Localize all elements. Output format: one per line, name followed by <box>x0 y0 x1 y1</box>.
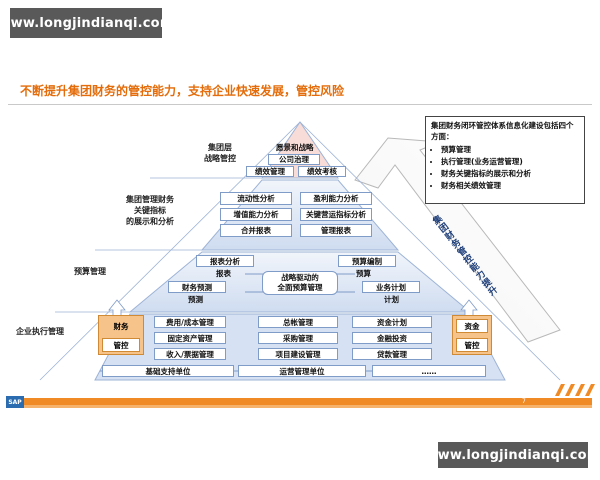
info-heading: 集团财务闭环管控体系信息化建设包括四个方面： <box>431 121 574 141</box>
support-basic-unit: 基础支持单位 <box>102 365 234 377</box>
budget-forecast-text: 预测 <box>188 295 203 304</box>
capital-control-bottom: 管控 <box>456 338 488 352</box>
info-item-execution: 执行管理(业务运营管理) <box>441 157 579 167</box>
level-finance-indicators-label: 集团管理财务 关键指标 的展示和分析 <box>126 195 174 226</box>
level-group-label: 集团层 战略管控 <box>204 143 236 163</box>
slide-title: 不断提升集团财务的管控能力，支持企业快速发展，管控风险 <box>20 84 345 98</box>
level-budget-label: 预算管理 <box>74 267 106 276</box>
base-loan-mgmt: 贷款管理 <box>352 348 432 360</box>
analysis-management-report: 管理报表 <box>300 224 372 237</box>
support-ellipsis: …… <box>372 365 486 377</box>
budget-center-box: 战略驱动的 全面预算管理 <box>262 271 338 295</box>
capital-control-top: 资金 <box>456 319 488 333</box>
info-item-kpi: 财务关键指标的展示和分析 <box>441 169 579 179</box>
level-enterprise-label: 企业执行管理 <box>16 327 64 336</box>
base-financial-investment: 金融投资 <box>352 332 432 344</box>
footer-hatch <box>555 384 595 396</box>
base-procurement: 采购管理 <box>258 332 338 344</box>
budget-compile-box: 预算编制 <box>338 255 396 267</box>
sap-logo: SAP <box>6 396 24 408</box>
base-capital-plan: 资金计划 <box>352 316 432 328</box>
budget-report-analysis-text: 报表 <box>216 269 231 278</box>
base-fixed-asset-mgmt: 固定资产管理 <box>154 332 226 344</box>
apex-title: 愿景和战略 <box>276 143 314 152</box>
budget-compile-text: 预算 <box>356 269 371 278</box>
growth-arrow <box>354 137 561 343</box>
analysis-liquidity: 流动性分析 <box>220 192 292 205</box>
budget-business-plan-box: 业务计划 <box>362 281 420 293</box>
budget-forecast-box: 财务预测 <box>168 281 226 293</box>
page-number: 7 <box>522 398 526 405</box>
apex-item-performance-mgmt: 绩效管理 <box>246 166 294 177</box>
watermark-bottom: www.longjindianqi.com <box>425 442 600 468</box>
watermark-top: www.longjindianqi.com <box>0 8 173 38</box>
analysis-value-added: 增值能力分析 <box>220 208 292 221</box>
base-cost-mgmt: 费用/成本管理 <box>154 316 226 328</box>
budget-business-plan-text: 计划 <box>384 295 399 304</box>
info-box: 集团财务闭环管控体系信息化建设包括四个方面： 预算管理 执行管理(业务运营管理)… <box>425 116 585 204</box>
base-general-ledger: 总帐管理 <box>258 316 338 328</box>
budget-report-analysis-box: 报表分析 <box>196 255 254 267</box>
analysis-consolidated-report: 合并报表 <box>220 224 292 237</box>
capital-control-box: 资金 管控 <box>452 315 492 355</box>
finance-control-bottom: 管控 <box>102 338 140 352</box>
base-project-mgmt: 项目建设管理 <box>258 348 338 360</box>
base-revenue-mgmt: 收入/票据管理 <box>154 348 226 360</box>
pyramid-tier-base <box>94 313 506 381</box>
analysis-key-operations: 关键营运指标分析 <box>300 208 372 221</box>
title-divider <box>8 104 592 105</box>
info-list: 预算管理 执行管理(业务运营管理) 财务关键指标的展示和分析 财务相关绩效管理 <box>431 145 579 191</box>
analysis-profitability: 盈利能力分析 <box>300 192 372 205</box>
up-arrow-left <box>108 299 126 317</box>
apex-item-governance: 公司治理 <box>268 154 320 165</box>
finance-control-box: 财务 管控 <box>98 315 144 355</box>
footer-bar <box>22 398 592 405</box>
support-operations-unit: 运营管理单位 <box>238 365 366 377</box>
finance-control-top: 财务 <box>113 321 129 331</box>
info-item-budget: 预算管理 <box>441 145 579 155</box>
apex-item-performance-review: 绩效考核 <box>298 166 346 177</box>
info-item-performance: 财务相关绩效管理 <box>441 181 579 191</box>
footer-bar-light <box>22 405 592 408</box>
